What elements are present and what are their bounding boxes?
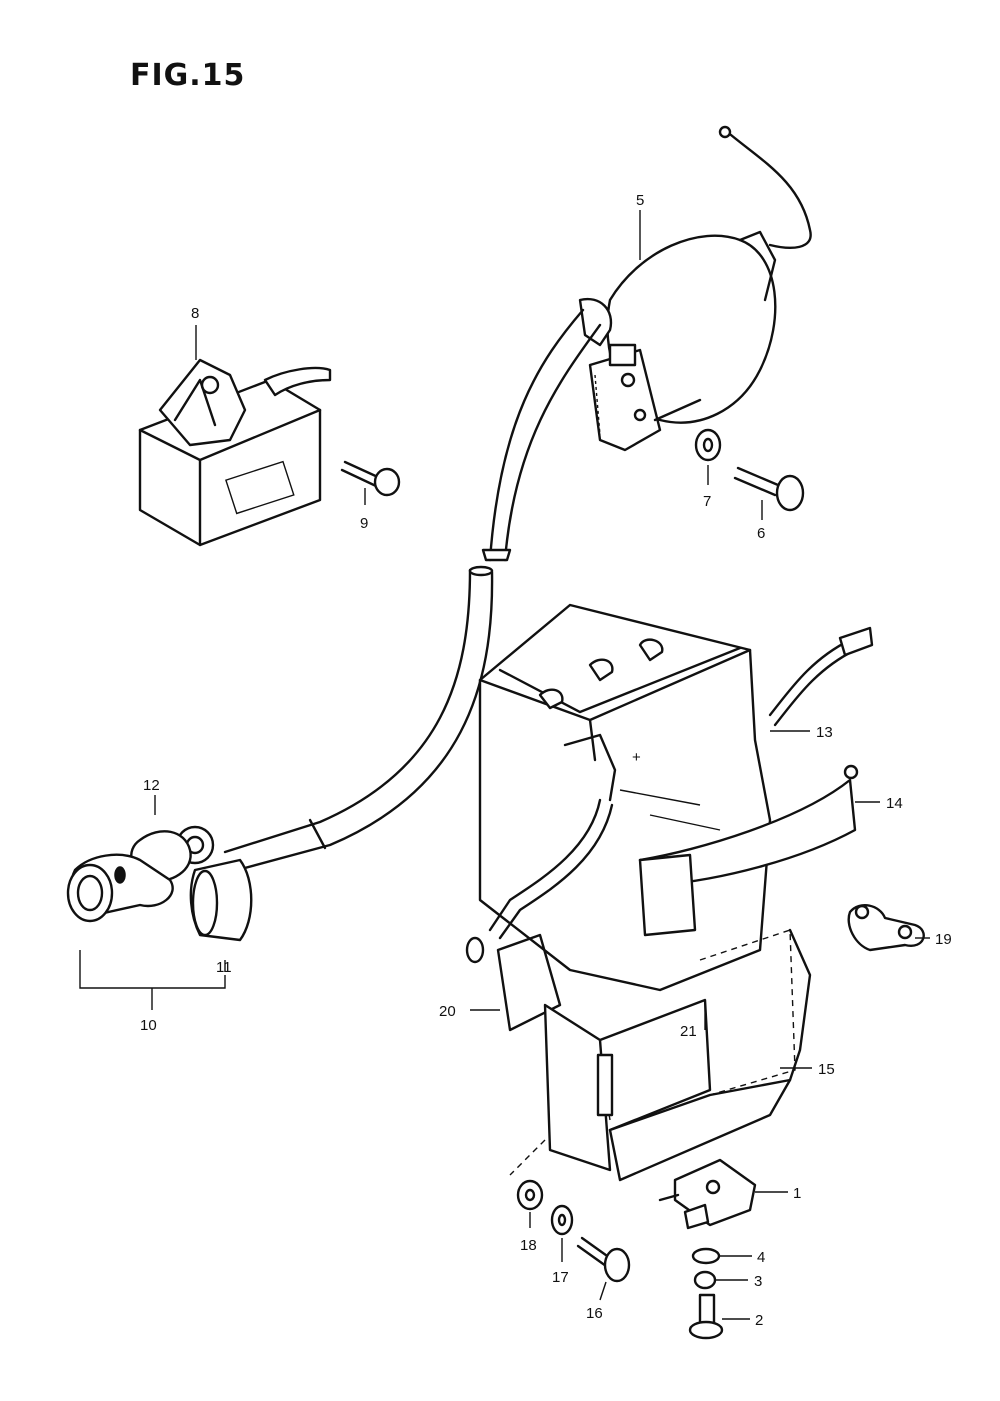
nut-3 xyxy=(693,1270,717,1290)
callout-3: 3 xyxy=(754,1273,762,1290)
callout-6: 6 xyxy=(757,525,765,542)
washer-17 xyxy=(550,1204,574,1236)
figure-title: FIG.15 xyxy=(130,58,246,93)
callout-5: 5 xyxy=(636,192,644,209)
callout-17: 17 xyxy=(552,1269,569,1286)
high-tension-lead xyxy=(223,308,602,874)
washer-4 xyxy=(691,1247,721,1265)
fuse-holder xyxy=(658,1158,757,1230)
callout-13: 13 xyxy=(816,724,833,741)
callout-7: 7 xyxy=(703,493,711,510)
callout-10: 10 xyxy=(140,1017,157,1034)
regulator-unit xyxy=(138,358,332,547)
callout-1: 1 xyxy=(793,1185,801,1202)
callout-labels: 5 8 9 7 6 12 13 14 19 11 10 20 21 15 1 4… xyxy=(140,192,952,1329)
battery: + xyxy=(478,603,772,992)
callout-9: 9 xyxy=(360,515,368,532)
plug-cap xyxy=(66,825,253,942)
battery-band xyxy=(638,764,859,937)
screw-6 xyxy=(733,466,805,512)
callout-12: 12 xyxy=(143,777,160,794)
callout-4: 4 xyxy=(757,1249,765,1266)
ignition-coil xyxy=(578,125,812,452)
callout-14: 14 xyxy=(886,795,903,812)
callout-15: 15 xyxy=(818,1061,835,1078)
callout-18: 18 xyxy=(520,1237,537,1254)
washer-7 xyxy=(694,428,722,462)
bolt-2 xyxy=(688,1293,724,1340)
callout-20: 20 xyxy=(439,1003,456,1020)
battery-leads xyxy=(465,626,874,964)
callout-2: 2 xyxy=(755,1312,763,1329)
callout-8: 8 xyxy=(191,305,199,322)
plus-mark: + xyxy=(632,749,641,766)
callout-16: 16 xyxy=(586,1305,603,1322)
callout-11: 11 xyxy=(216,959,232,976)
battery-case xyxy=(496,928,812,1182)
callout-19: 19 xyxy=(935,931,952,948)
terminal-19 xyxy=(847,904,925,952)
screw-9 xyxy=(340,460,401,497)
washer-18 xyxy=(516,1179,544,1211)
leader-lines xyxy=(79,210,930,1320)
screw-16 xyxy=(576,1236,631,1283)
callout-21: 21 xyxy=(680,1023,697,1040)
